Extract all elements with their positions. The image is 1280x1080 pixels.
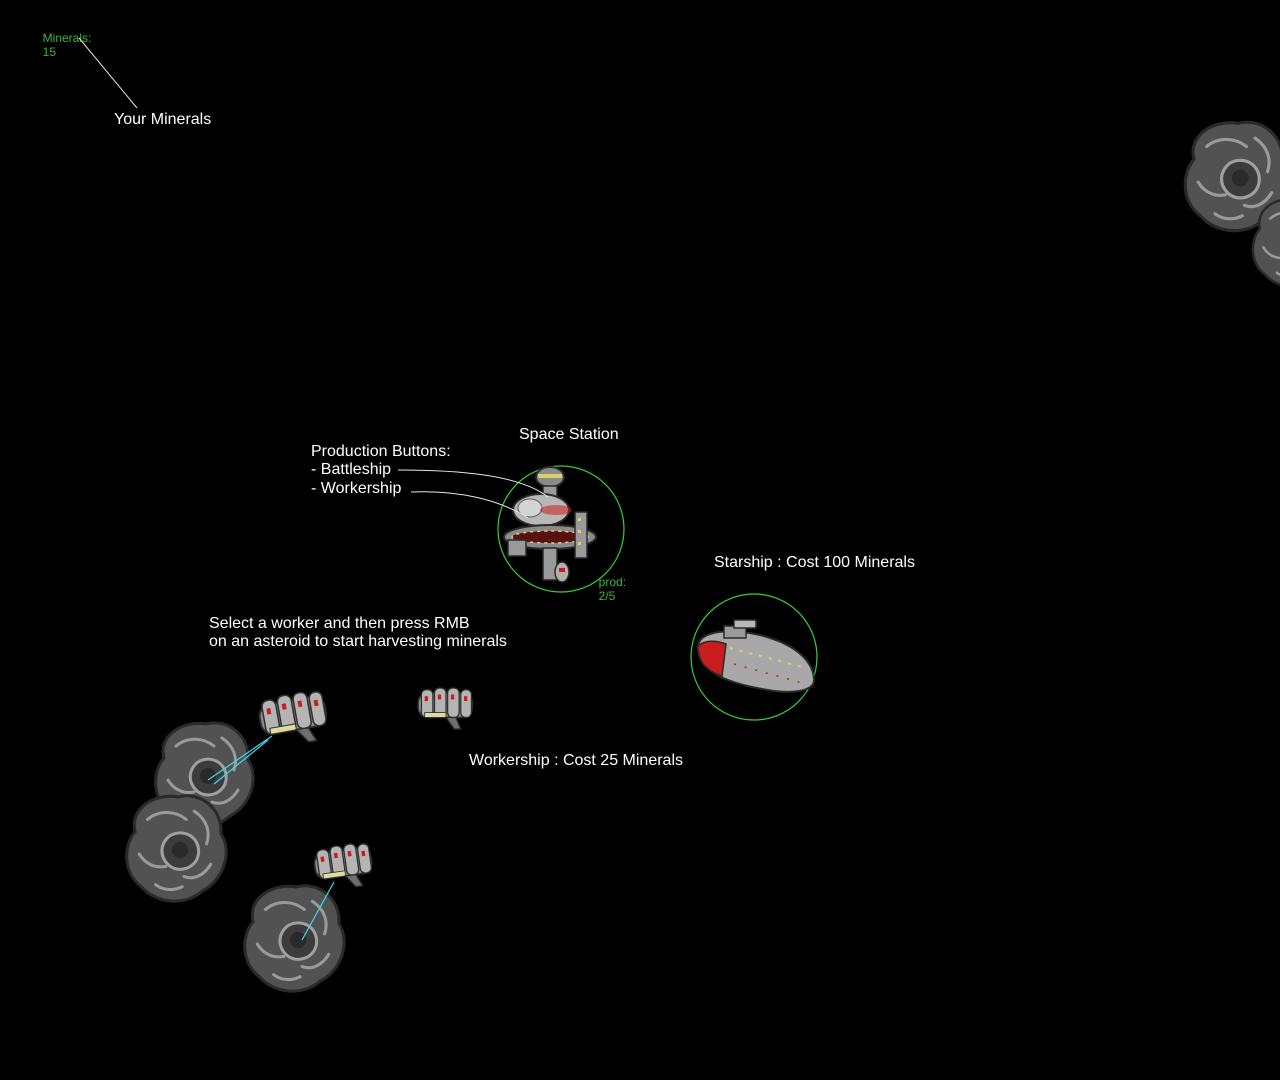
worker-hint-line1: Select a worker and then press RMB [209, 615, 470, 632]
production-buttons-title: Production Buttons: [311, 443, 451, 460]
station-selection-ring [497, 465, 625, 593]
worker-ship-icon[interactable] [417, 687, 474, 730]
worker-hint-line2: on an asteroid to start harvesting miner… [209, 633, 507, 650]
production-label: prod: [598, 575, 627, 589]
minerals-counter: Minerals: 15 [36, 17, 92, 59]
production-value: 2/5 [598, 589, 616, 603]
worker-ship-icon[interactable] [311, 840, 376, 893]
production-workership-label: - Workership [311, 480, 402, 497]
workership-cost-label: Workership : Cost 25 Minerals [469, 752, 683, 769]
space-station-label: Space Station [519, 426, 619, 443]
workership-pointer-line [410, 491, 529, 519]
production-battleship-label: - Battleship [311, 461, 392, 478]
harvest-beam [207, 735, 273, 781]
starship-icon[interactable] [696, 619, 816, 693]
battleship-pointer-line [397, 469, 549, 498]
your-minerals-label: Your Minerals [114, 111, 212, 128]
starship-selection-ring [690, 593, 818, 721]
asteroid-icon[interactable] [243, 884, 346, 993]
production-status: prod: 2/5 [592, 561, 626, 603]
minerals-value: 15 [42, 45, 57, 59]
asteroid-icon[interactable] [125, 794, 228, 903]
minerals-pointer-line [78, 37, 138, 109]
harvest-beam [213, 739, 269, 785]
minerals-label: Minerals: [42, 31, 92, 45]
space-station-icon[interactable] [503, 466, 597, 583]
harvest-beam [301, 881, 335, 941]
starship-cost-label: Starship : Cost 100 Minerals [714, 554, 915, 571]
